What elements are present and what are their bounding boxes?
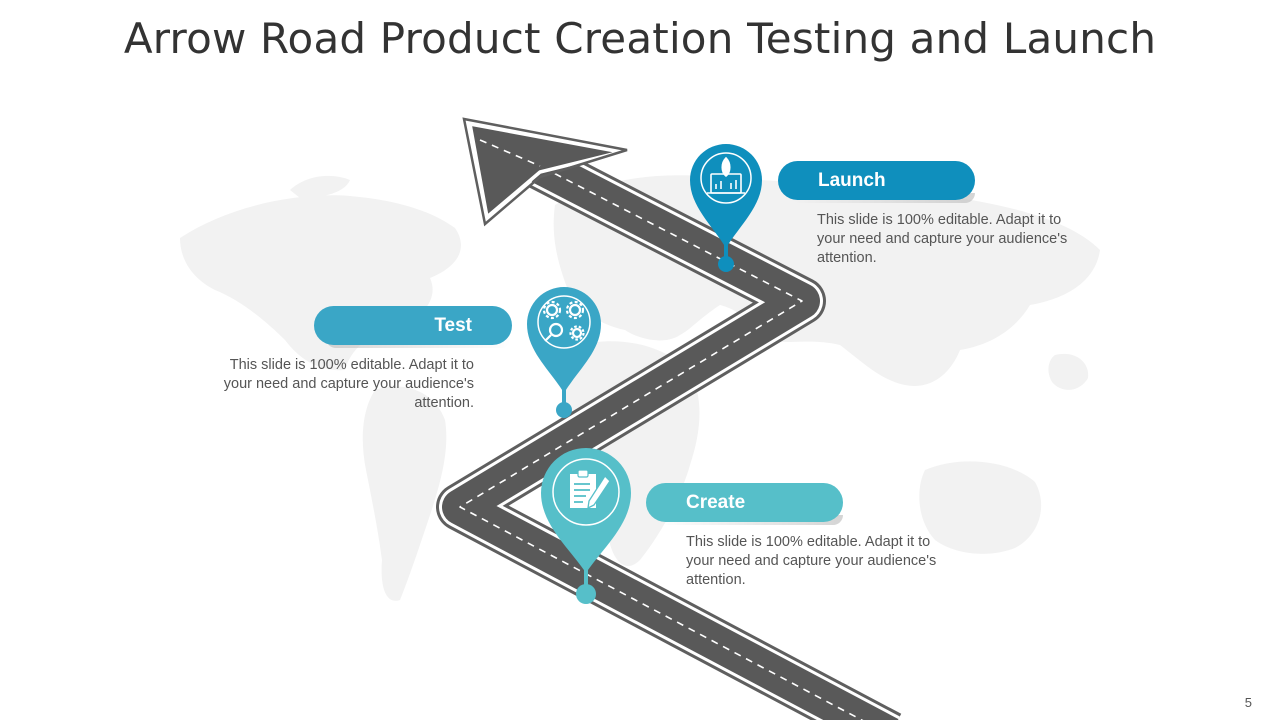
arrow-road — [436, 117, 902, 720]
road-arrowhead — [467, 121, 622, 221]
road-center-dashes — [459, 165, 864, 720]
launch-label[interactable]: Launch — [778, 161, 975, 200]
test-description: This slide is 100% editable. Adapt it to… — [223, 357, 474, 411]
road-arrowhead-outline — [462, 117, 628, 227]
arrowhead-dash — [479, 139, 541, 167]
create-pin[interactable] — [541, 448, 631, 604]
slide-title: Arrow Road Product Creation Testing and … — [123, 14, 1157, 63]
rocket-dashboard-icon — [707, 156, 745, 194]
test-pin[interactable] — [527, 287, 601, 418]
launch-pin[interactable] — [690, 144, 762, 272]
gears-magnifier-icon — [542, 300, 585, 342]
create-description: This slide is 100% editable. Adapt it to… — [686, 534, 937, 588]
launch-description: This slide is 100% editable. Adapt it to… — [817, 212, 1068, 266]
document-pencil-icon — [570, 469, 611, 510]
page-number: 5 — [1244, 695, 1252, 710]
create-label[interactable]: Create — [646, 483, 843, 522]
test-label[interactable]: Test — [314, 306, 512, 345]
